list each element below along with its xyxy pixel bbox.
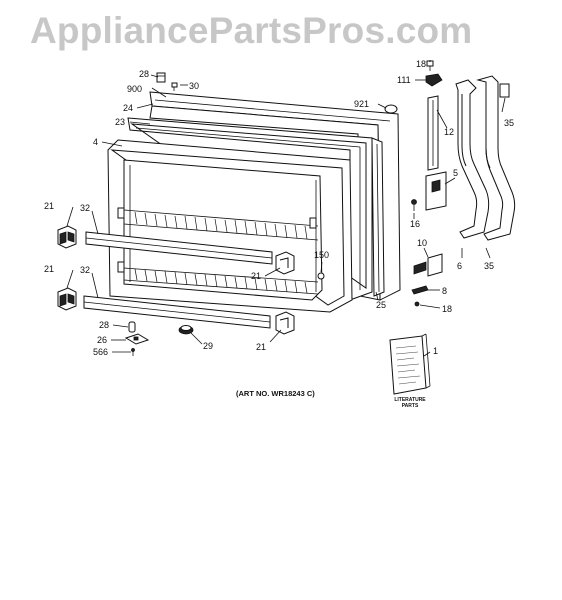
- screw-18-top: [426, 60, 434, 71]
- callout-6: 6: [457, 261, 462, 271]
- art-number-caption: (ART NO. WR18243 C): [236, 389, 315, 398]
- callout-26: 26: [97, 335, 107, 345]
- door-shelf-bar-upper: [85, 231, 273, 265]
- literature-label-line1: LITERATURE: [394, 397, 426, 403]
- callout-18-top: 18: [416, 59, 426, 69]
- callout-labels: 28 30 900 24 23 4 921 18 111 12 35 5 16 …: [44, 59, 514, 357]
- callout-21-lower-left: 21: [44, 264, 54, 274]
- screw-28-top: [156, 72, 166, 83]
- door-seal-strip: [371, 137, 385, 297]
- callout-25: 25: [376, 300, 386, 310]
- bumper-29: [178, 325, 194, 335]
- leader-lines: [66, 60, 506, 357]
- callout-8: 8: [442, 286, 447, 296]
- callout-35-trim: 35: [504, 118, 514, 128]
- door-handle-35: [476, 75, 516, 241]
- callout-32-lower: 32: [80, 265, 90, 275]
- callout-32-upper: 32: [80, 203, 90, 213]
- screw-16: [411, 199, 417, 211]
- bracket-8: [411, 285, 429, 295]
- literature-booklet: [389, 333, 431, 395]
- callout-5: 5: [453, 168, 458, 178]
- screw-150: [317, 272, 325, 280]
- screw-30: [171, 82, 178, 91]
- callout-921: 921: [354, 99, 369, 109]
- door-shelf-bar-lower: [83, 295, 271, 329]
- callout-566: 566: [93, 347, 108, 357]
- watermark: AppliancePartsPros.com: [30, 10, 473, 51]
- screw-28-bottom: [128, 321, 136, 333]
- callout-21-lower-right: 21: [256, 342, 266, 352]
- callout-12: 12: [444, 127, 454, 137]
- plate-26: [124, 333, 150, 345]
- screw-18-bottom: [414, 301, 420, 307]
- callout-23: 23: [115, 117, 125, 127]
- callout-16: 16: [410, 219, 420, 229]
- callout-24: 24: [123, 103, 133, 113]
- callout-21-upper-right: 21: [251, 271, 261, 281]
- shelf-end-cap-left-upper: [57, 225, 77, 249]
- callout-900: 900: [127, 84, 142, 94]
- hinge-cover-111: [425, 73, 443, 87]
- callout-4: 4: [93, 137, 98, 147]
- handle-bracket-12: [427, 95, 439, 171]
- callout-1: 1: [433, 346, 438, 356]
- shelf-end-cap-right-upper: [275, 251, 295, 275]
- hinge-10: [413, 253, 443, 277]
- screw-566: [131, 348, 135, 356]
- callout-111: 111: [397, 75, 411, 85]
- callout-29: 29: [203, 341, 213, 351]
- callout-10: 10: [417, 238, 427, 248]
- handle-trim-35: [499, 83, 510, 98]
- callout-28-bottom: 28: [99, 320, 109, 330]
- callout-21-upper-left: 21: [44, 201, 54, 211]
- callout-28: 28: [139, 69, 149, 79]
- shelf-end-cap-left-lower: [57, 287, 77, 311]
- handle-mount-5: [425, 171, 447, 211]
- callout-18-bottom: 18: [442, 304, 452, 314]
- literature-label-line2: PARTS: [402, 403, 419, 409]
- callout-35-handle: 35: [484, 261, 494, 271]
- plug-921: [384, 104, 398, 114]
- shelf-end-cap-right-lower: [275, 311, 295, 335]
- door-handle-6: [455, 79, 490, 239]
- callout-30: 30: [189, 81, 199, 91]
- inner-door-liner: [107, 139, 353, 313]
- callout-150: 150: [314, 250, 329, 260]
